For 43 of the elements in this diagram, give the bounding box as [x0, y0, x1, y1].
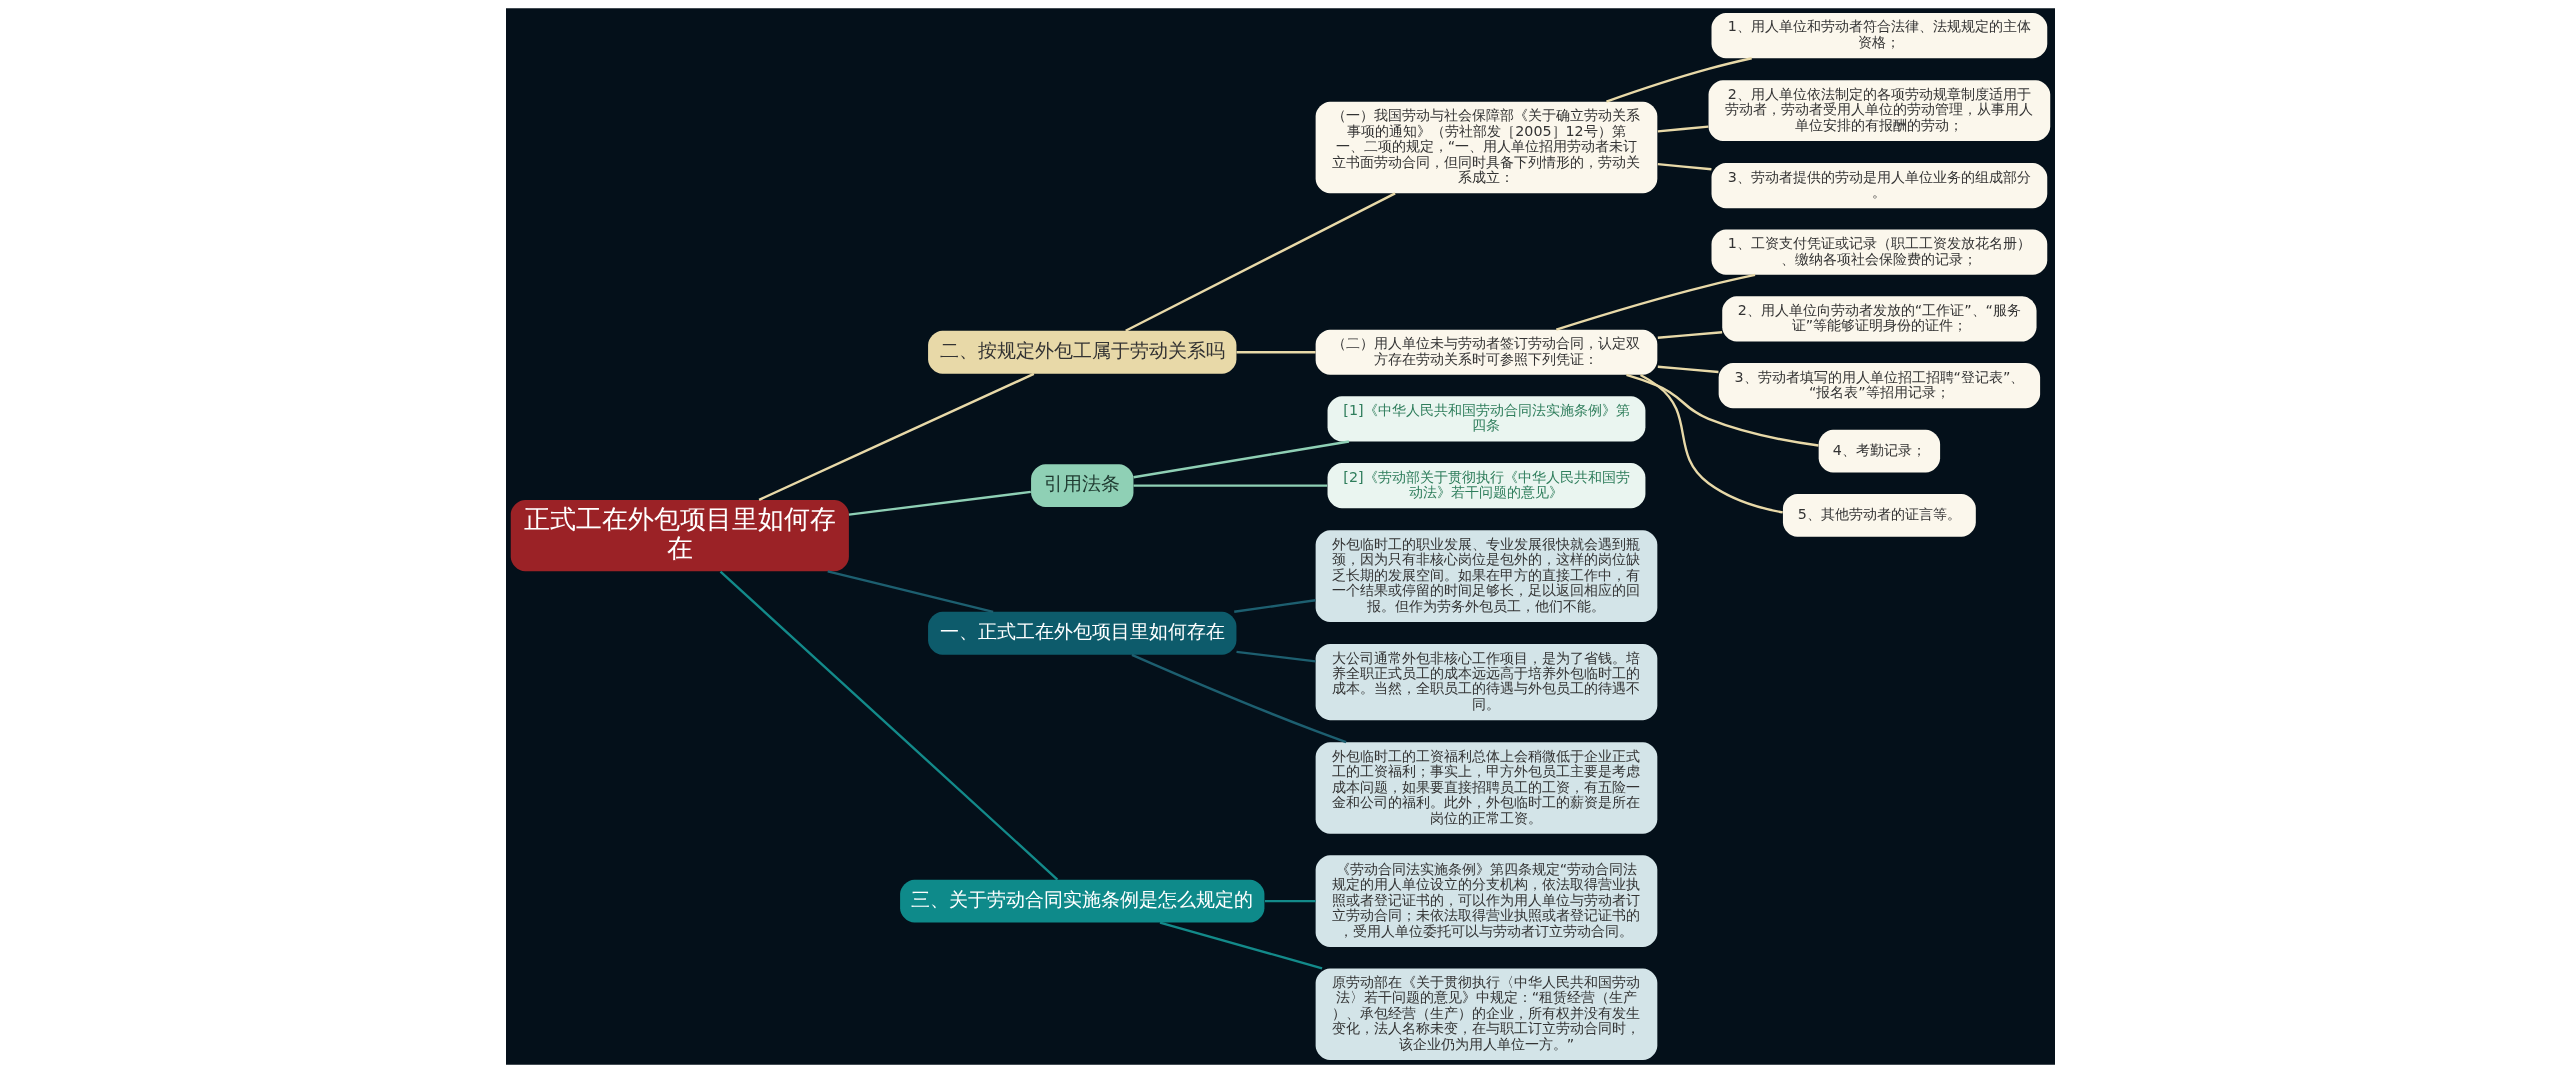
connector: [1657, 331, 1722, 339]
connector: [719, 570, 1058, 881]
node-box: 二、按规定外包工属于劳动关系吗: [927, 330, 1236, 374]
node-box: （二）用人单位未与劳动者签订劳动合同，认定双方存在劳动关系时可参照下列凭证：: [1315, 329, 1657, 375]
node-box: （一）我国劳动与社会保障部《关于确立劳动关系事项的通知》（劳社部发［2005］12号）第一、二项的规定，“一、用人单位招用劳动者未订立书面劳动合同，但同时具备下列情形的，劳动关系成立：: [1315, 101, 1657, 194]
node-box: [2]《劳动部关于贯彻执行《中华人民共和国劳动法》若干问题的意见》: [1327, 463, 1645, 509]
node-box: 引用法条: [1030, 464, 1133, 508]
node-box: 《劳动合同法实施条例》第四条规定“劳动合同法规定的用人单位设立的分支机构，依法取得营业执照或者登记证书的，可以作为用人单位与劳动者订立劳动合同；未依法取得营业执照或者登记证书的，受用人单位委托可以与劳动者订立劳动合同。: [1315, 855, 1657, 947]
connector: [1133, 484, 1327, 487]
connector: [1657, 125, 1708, 133]
node-box: 2、用人单位向劳动者发放的“工作证”、“服务证”等能够证明身份的证件；: [1721, 296, 2037, 342]
node-box: 原劳动部在《关于贯彻执行〈中华人民共和国劳动法〉若干问题的意见》中规定：“租赁经营（生产）、承包经营（生产）的企业，所有权并没有发生变化，法人名称未变，在与职工订立劳动合同时，该企业仍为用人单位一方。”: [1315, 968, 1657, 1061]
node-box: 4、考勤记录；: [1818, 429, 1940, 473]
connector: [826, 570, 993, 613]
connector: [1639, 373, 1783, 514]
node-box: 正式工在外包项目里如何存在: [510, 499, 849, 572]
node-box: 外包临时工的工资福利总体上会稍微低于企业正式工的工资福利；事实上，甲方外包员工主要是考虑成本问题，如果要直接招聘员工的工资，有五险一金和公司的福利。此外，外包临时工的薪资是所在岗位的正常工资。: [1315, 742, 1657, 834]
connector: [1130, 653, 1346, 744]
connector: [1605, 57, 1752, 103]
connector: [1264, 899, 1316, 903]
connector: [848, 490, 1031, 516]
node-box: 一、正式工在外包项目里如何存在: [927, 611, 1236, 655]
connector: [1555, 273, 1755, 331]
node-box: 大公司通常外包非核心工作项目，是为了省钱。培养全职正式员工的成本远远高于培养外包临时工的成本。当然，全职员工的待遇与外包员工的待遇不同。: [1315, 643, 1657, 721]
connector: [1132, 440, 1349, 479]
node-box: 1、用人单位和劳动者符合法律、法规规定的主体资格；: [1711, 12, 2047, 59]
node-box: 外包临时工的职业发展、专业发展很快就会遇到瓶颈，因为只有非核心岗位是包外的，这样的岗位缺乏长期的发展空间。如果在甲方的直接工作中，有一个结果或停留的时间足够长，足以返回相应的回报。但作为劳务外包员工，他们不能。: [1315, 530, 1657, 622]
connector: [1625, 373, 1819, 447]
node-box: 1、工资支付凭证或记录（职工工资发放花名册）、缴纳各项社会保险费的记录；: [1711, 229, 2047, 275]
connector: [1657, 162, 1712, 171]
connector: [1236, 351, 1316, 354]
connector: [1159, 921, 1322, 970]
node-box: 三、关于劳动合同实施条例是怎么规定的: [899, 879, 1264, 923]
connector: [1657, 365, 1719, 374]
node-box: 3、劳动者提供的劳动是用人单位业务的组成部分。: [1711, 162, 2047, 209]
node-box: 5、其他劳动者的证言等。: [1782, 493, 1976, 537]
connector: [1124, 192, 1396, 332]
node-box: 2、用人单位依法制定的各项劳动规章制度适用于劳动者，劳动者受用人单位的劳动管理，从事用人单位安排的有报酬的劳动；: [1708, 80, 2050, 141]
connector: [758, 372, 1034, 501]
connector: [1233, 599, 1316, 613]
node-box: [1]《中华人民共和国劳动合同法实施条例》第四条: [1327, 396, 1645, 442]
connector: [1235, 650, 1316, 663]
node-box: 3、劳动者填写的用人单位招工招聘“登记表”、“报名表”等招用记录；: [1718, 362, 2040, 409]
